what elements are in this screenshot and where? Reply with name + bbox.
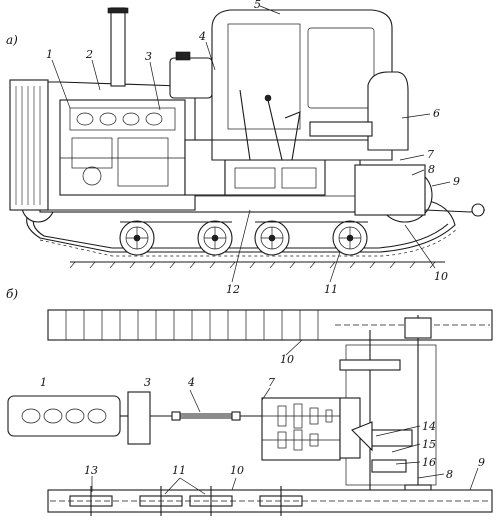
callout-b-11: 11 bbox=[172, 464, 186, 477]
callout-a-12: 12 bbox=[226, 283, 240, 296]
panel-a-tractor-side-view: а) bbox=[6, 0, 486, 296]
callout-a-8: 8 bbox=[428, 163, 435, 176]
cardan-shaft-scheme bbox=[150, 411, 262, 421]
ground-hatching bbox=[69, 261, 445, 269]
callout-b-16: 16 bbox=[422, 456, 436, 469]
main-clutch-scheme bbox=[120, 391, 151, 445]
callout-a-3: 3 bbox=[145, 50, 152, 63]
leader-lines bbox=[51, 5, 451, 283]
callout-b-7: 7 bbox=[268, 376, 275, 389]
road-wheel bbox=[197, 220, 233, 256]
road-wheel bbox=[119, 220, 155, 256]
callout-a-4: 4 bbox=[198, 30, 206, 43]
panel-b-tag: б) bbox=[6, 287, 18, 301]
callout-b-15: 15 bbox=[422, 438, 436, 451]
scheme-leader-lines bbox=[91, 339, 479, 495]
callout-b-10-upper: 10 bbox=[280, 353, 294, 366]
callout-b-14: 14 bbox=[422, 420, 436, 433]
callout-a-1: 1 bbox=[46, 48, 53, 61]
callout-b-9: 9 bbox=[478, 456, 485, 469]
callout-a-6: 6 bbox=[433, 107, 440, 120]
callout-a-11: 11 bbox=[324, 283, 338, 296]
callout-a-7: 7 bbox=[427, 148, 434, 161]
air-cleaner bbox=[169, 51, 213, 99]
panel-b-kinematic-scheme: б) bbox=[6, 287, 493, 516]
clutch-housing bbox=[184, 139, 326, 196]
callout-a-2: 2 bbox=[85, 48, 93, 61]
callout-a-10: 10 bbox=[434, 270, 448, 283]
callout-b-10-lower: 10 bbox=[230, 464, 244, 477]
callout-a-5: 5 bbox=[254, 0, 261, 11]
panel-a-tag: а) bbox=[6, 33, 18, 47]
road-wheels bbox=[119, 220, 368, 256]
rear-hitch bbox=[424, 203, 486, 217]
cab bbox=[211, 9, 393, 161]
gearbox-scheme bbox=[261, 397, 341, 461]
callout-b-1: 1 bbox=[40, 376, 47, 389]
control-levers bbox=[239, 89, 301, 161]
exhaust-pipe bbox=[107, 7, 129, 87]
callout-b-8: 8 bbox=[446, 468, 453, 481]
callout-b-4: 4 bbox=[187, 376, 195, 389]
rear-axle-scheme bbox=[339, 315, 437, 505]
callout-b-13: 13 bbox=[84, 464, 98, 477]
engine-block bbox=[59, 99, 186, 196]
road-wheel bbox=[332, 220, 368, 256]
engine-scheme bbox=[7, 395, 121, 437]
lower-track-strip bbox=[47, 486, 493, 516]
road-wheel bbox=[254, 220, 290, 256]
callout-b-3: 3 bbox=[144, 376, 151, 389]
callout-a-9: 9 bbox=[453, 175, 460, 188]
operator-seat bbox=[309, 71, 409, 151]
